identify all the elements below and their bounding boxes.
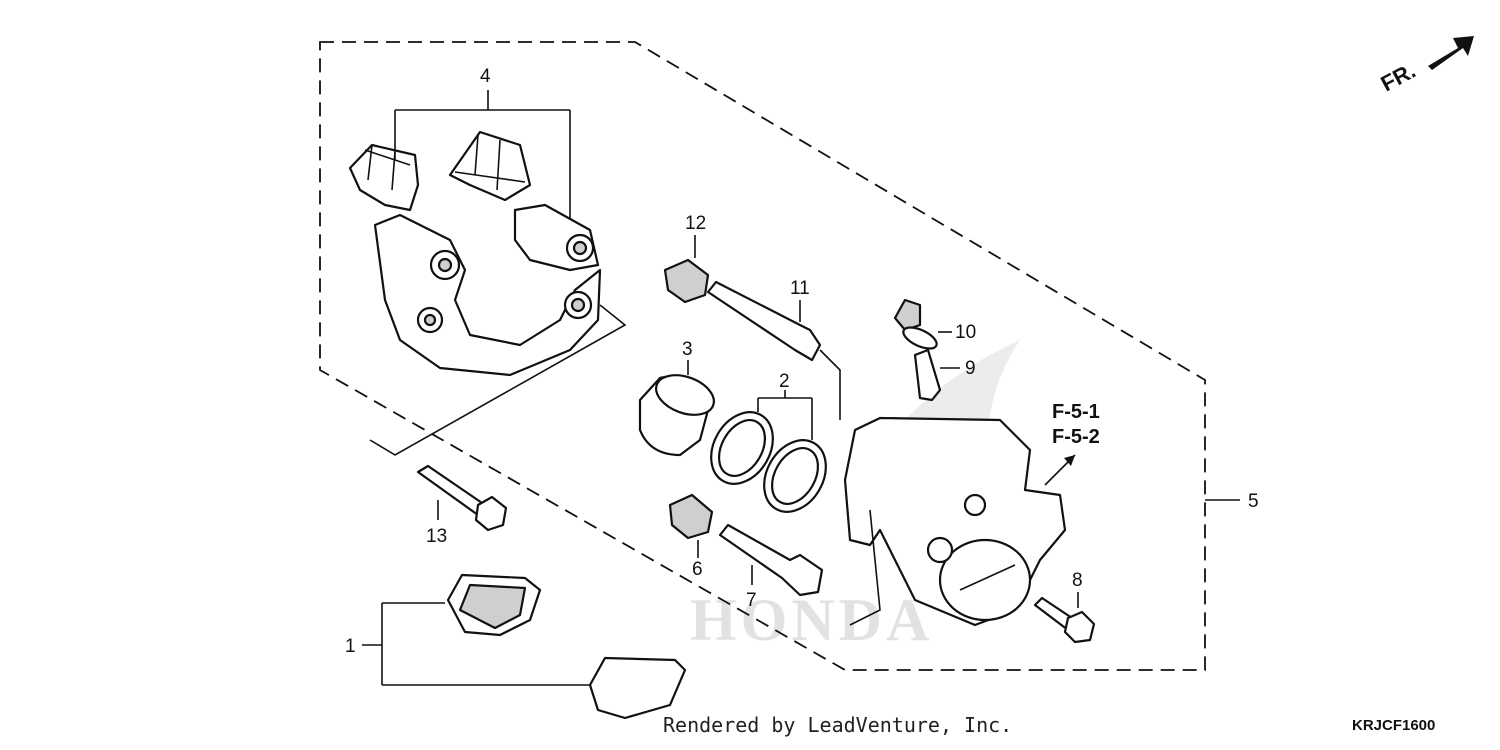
caliper-piston [638, 374, 715, 457]
clips-leader [394, 90, 571, 230]
c11-leader [799, 300, 841, 420]
cross-ref-f-5-2[interactable]: F-5-2 [1052, 426, 1100, 448]
piston-seals [710, 411, 827, 513]
callout-6: 6 [692, 559, 703, 580]
callout-7: 7 [746, 590, 757, 611]
front-direction-arrow-icon: FR. [1377, 36, 1474, 96]
render-credit: Rendered by LeadVenture, Inc. [663, 713, 1012, 737]
brake-pads [446, 573, 687, 720]
mounting-bolt [1033, 596, 1096, 644]
front-direction-label: FR. [1377, 58, 1420, 97]
bleeder-assembly [893, 298, 942, 402]
callout-12: 12 [685, 213, 706, 234]
pin-boot-upper [663, 258, 710, 304]
callout-4: 4 [480, 66, 491, 87]
pin-boot-lower [668, 493, 714, 540]
slide-pin-lower [718, 523, 824, 597]
caliper-body [843, 416, 1067, 627]
callout-13: 13 [426, 526, 447, 547]
cross-ref-f-5-1[interactable]: F-5-1 [1052, 401, 1100, 423]
bracket-leader-box [369, 304, 627, 456]
callout-8: 8 [1072, 570, 1083, 591]
watermark-text: HONDA [690, 587, 933, 653]
callout-2: 2 [779, 371, 790, 392]
pad-retainer-clips [348, 130, 532, 212]
slide-pin-upper [706, 280, 822, 362]
caliper-link-leader [849, 509, 881, 626]
callout-3: 3 [682, 339, 693, 360]
diagram-code: KRJCF1600 [1352, 717, 1435, 734]
assembly-boundary [319, 41, 1206, 671]
c2-leader [757, 390, 813, 440]
c1-leader [362, 602, 590, 686]
callout-9: 9 [965, 358, 976, 379]
callout-5: 5 [1248, 491, 1259, 512]
callout-1: 1 [345, 636, 356, 657]
cross-references[interactable]: F-5-1 F-5-2 [1052, 401, 1100, 448]
callout-11: 11 [790, 278, 810, 299]
callouts: 4 12 11 10 3 9 2 5 13 6 8 7 1 [345, 66, 1259, 657]
bracket-bolt [416, 464, 508, 532]
caliper-bracket [373, 203, 602, 377]
callout-10: 10 [955, 322, 976, 343]
